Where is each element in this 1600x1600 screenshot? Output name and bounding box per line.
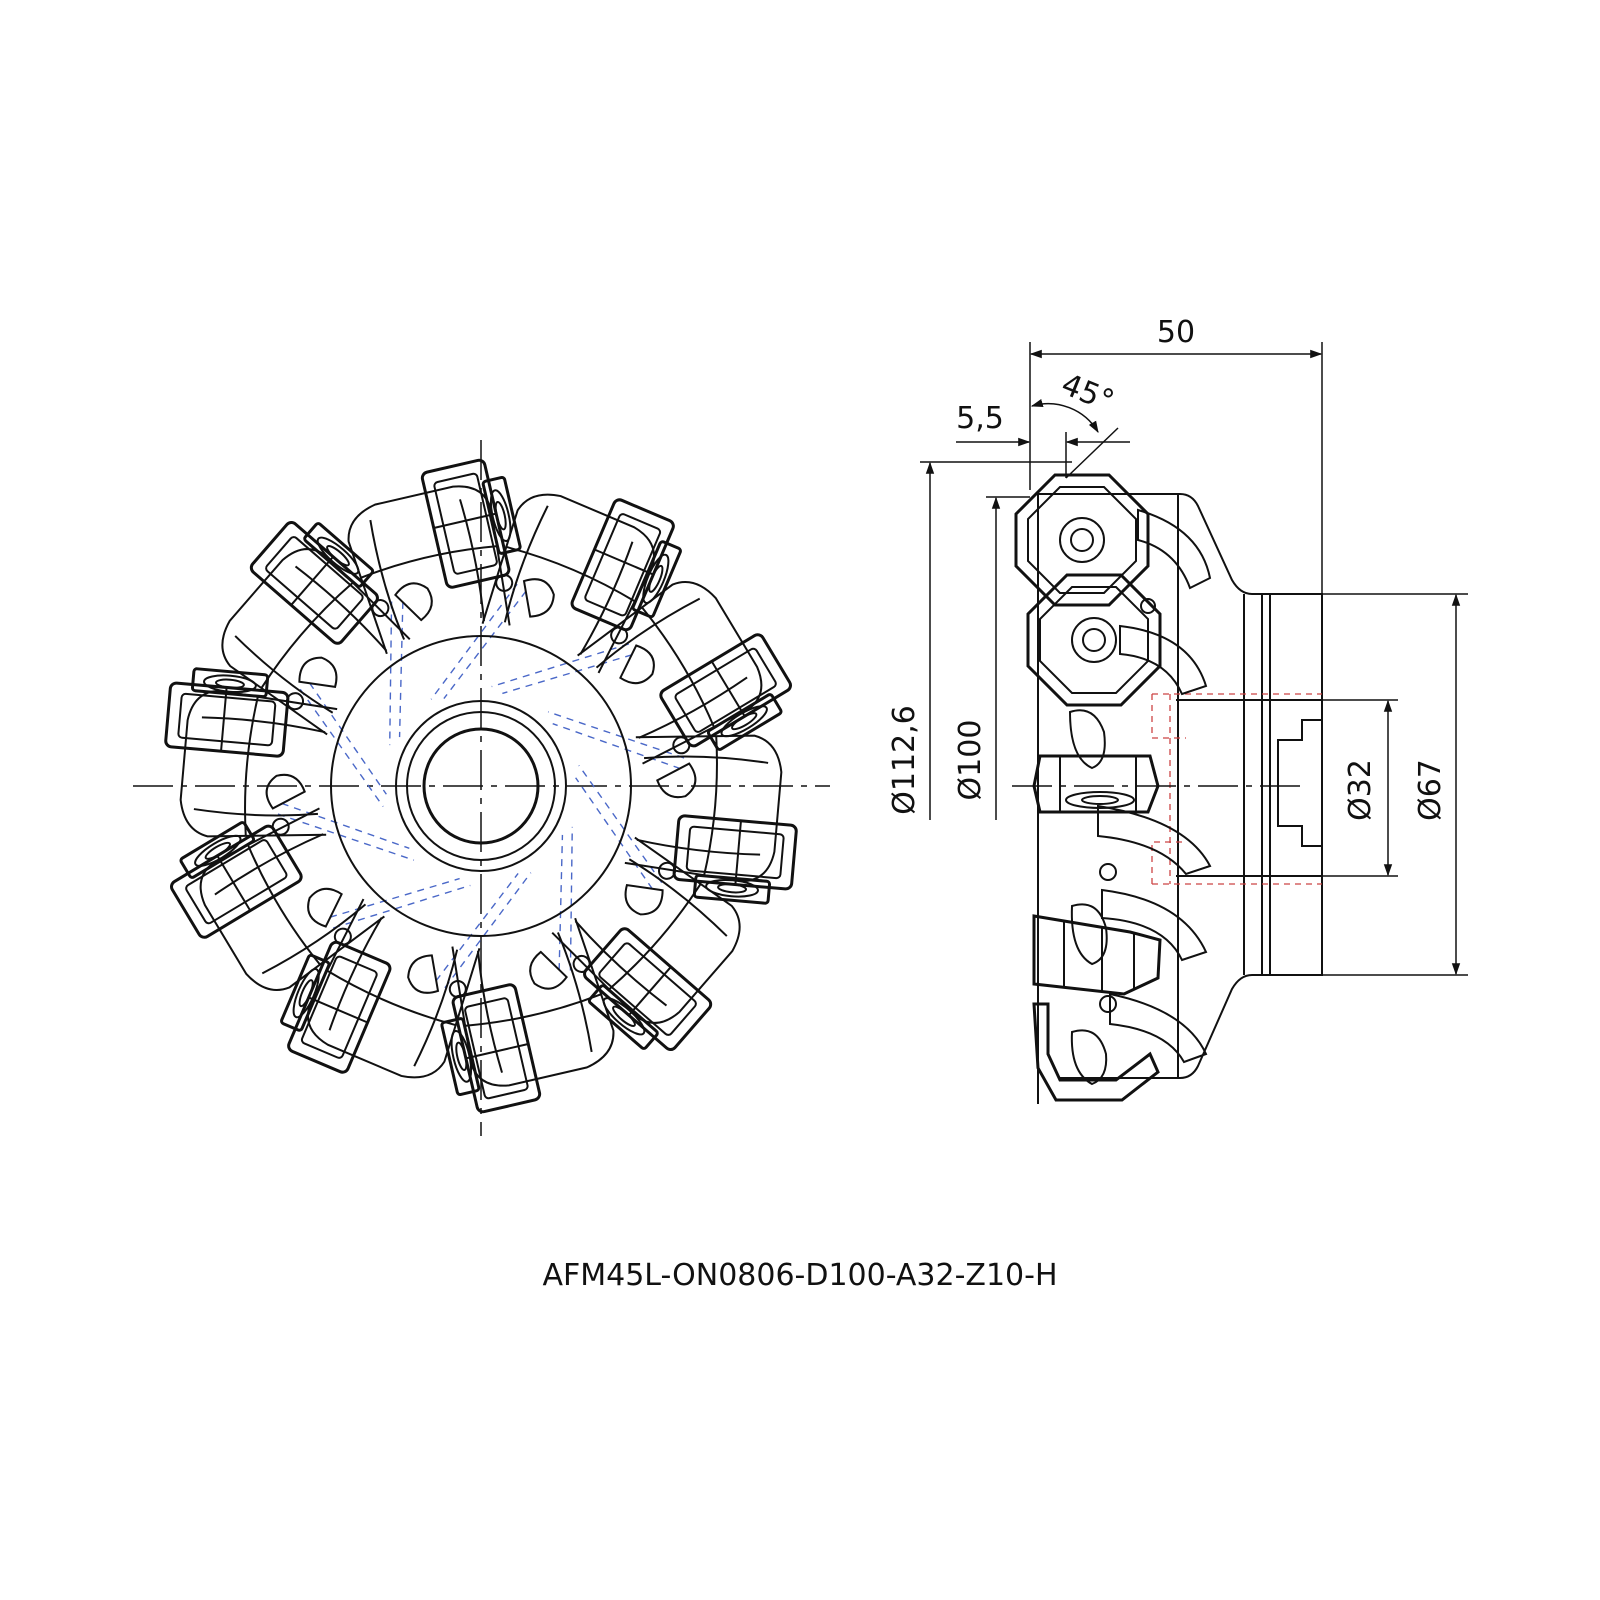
dim-outer-diameter-label: Ø112,6: [887, 705, 922, 815]
dimensions: 50 5,5 45° Ø112,6 Ø100 Ø32 Ø67: [887, 315, 1468, 976]
insert-bottom: [1032, 1002, 1160, 1102]
pocket-cavity-2: [1070, 903, 1108, 966]
bore-chamfer-circle: [406, 711, 556, 861]
insert-lower: [1032, 914, 1162, 996]
hub-circle: [395, 700, 567, 872]
insert-pocket-2: [221, 520, 433, 736]
coolant-hole-2: [1099, 995, 1117, 1013]
insert-upper: [1026, 573, 1162, 707]
insert-pocket-4: [481, 493, 682, 685]
coolant-channels: [277, 583, 685, 989]
pocket-cavity-3: [1070, 1029, 1108, 1086]
hub-outer-circle: [330, 635, 632, 937]
insert-pocket-1: [164, 656, 338, 838]
dim-hub-diameter-label: Ø67: [1413, 759, 1448, 821]
insert-pocket-3: [347, 458, 555, 655]
side-view: [1012, 473, 1323, 1104]
insert-top: [1014, 473, 1150, 607]
dim-bore-diameter-label: Ø32: [1343, 759, 1378, 821]
chip-pocket-lower: [1101, 888, 1208, 962]
coolant-hole-1: [1099, 863, 1117, 881]
dim-angle-label: 45°: [1056, 367, 1118, 419]
insert-pocket-6: [624, 734, 798, 916]
chip-pocket-upper: [1119, 624, 1208, 696]
chip-pocket-bottom: [1109, 992, 1208, 1064]
keyway: [1277, 719, 1322, 847]
part-number-title: AFM45L-ON0806-D100-A32-Z10-H: [542, 1258, 1058, 1293]
insert-pocket-9: [280, 887, 481, 1079]
chip-pocket-top: [1137, 508, 1212, 590]
pocket-cavity-1: [1068, 709, 1106, 770]
insert-pockets: [164, 458, 798, 1114]
cutter-body-outline: [1037, 493, 1323, 1104]
chip-pocket-middle: [1097, 804, 1212, 876]
bore-circle: [422, 727, 540, 845]
insert-pocket-8: [407, 917, 615, 1114]
dim-cut-diameter-label: Ø100: [953, 720, 988, 801]
dim-depth-label: 5,5: [956, 401, 1004, 436]
insert-pocket-7: [529, 836, 741, 1052]
insert-middle: [1032, 754, 1160, 814]
dim-length-label: 50: [1157, 315, 1195, 350]
coolant-hole-3: [1140, 598, 1156, 614]
front-view: [133, 440, 830, 1136]
insert-pocket-10: [170, 773, 385, 991]
bore-edge: [1176, 699, 1322, 877]
dim-angle-arc: [1030, 398, 1099, 434]
insert-pocket-5: [577, 581, 792, 799]
